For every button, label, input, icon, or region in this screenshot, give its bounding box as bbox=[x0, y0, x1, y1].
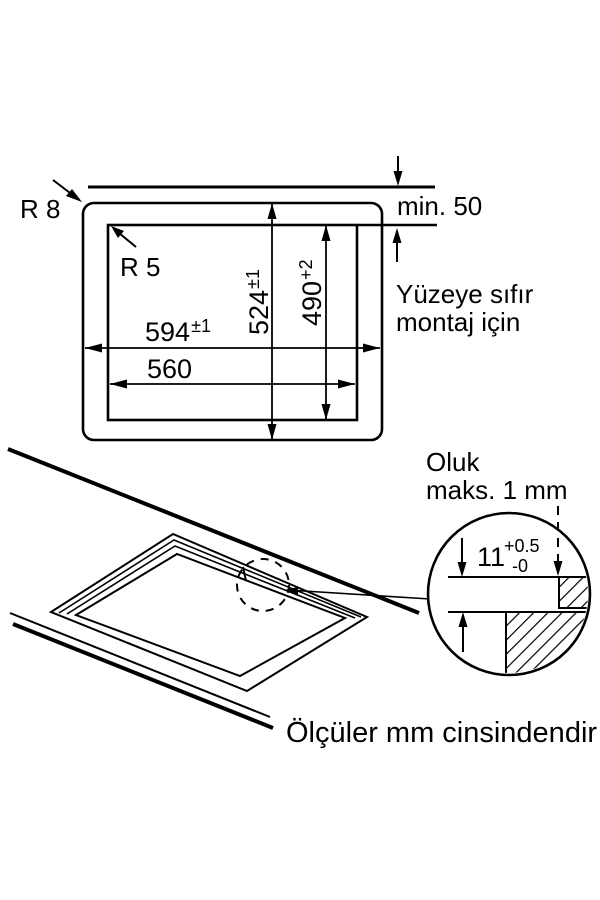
flush-note-line1: Yüzeye sıfır bbox=[396, 279, 534, 309]
depth-tol-lower: -0 bbox=[512, 556, 528, 576]
arrowhead bbox=[85, 343, 102, 353]
width-outer-text: 594±1 bbox=[145, 316, 211, 347]
height-inner-text: 490+2 bbox=[296, 259, 327, 326]
arrowhead bbox=[553, 561, 563, 576]
perspective-view bbox=[7, 447, 431, 730]
worktop-front-edge-line bbox=[9, 612, 271, 718]
dim-width-inner: 560 bbox=[110, 354, 355, 389]
arrowhead bbox=[267, 424, 277, 440]
groove-outer-outline bbox=[48, 532, 370, 693]
arrowhead bbox=[284, 587, 298, 595]
radius-outer-label: R 8 bbox=[20, 194, 60, 224]
callout-leader-line bbox=[118, 232, 137, 248]
dim-height-outer: 524±1 bbox=[243, 203, 277, 440]
detail-reference-circle bbox=[236, 558, 290, 612]
arrowhead bbox=[338, 379, 355, 389]
width-inner-text: 560 bbox=[147, 354, 192, 384]
section-tick bbox=[242, 566, 247, 582]
dim-min-back-distance: min. 50 bbox=[392, 156, 482, 262]
groove-middle-line-2 bbox=[66, 545, 356, 619]
radius-inner-label: R 5 bbox=[120, 252, 160, 282]
hob-outer-rect bbox=[81, 201, 384, 442]
arrowhead bbox=[111, 226, 124, 238]
units-note: Ölçüler mm cinsindendir bbox=[286, 717, 597, 749]
arrowhead bbox=[267, 203, 277, 219]
groove-detail-view: Oluk maks. 1 mm 11 +0.5 -0 bbox=[426, 447, 592, 677]
arrowhead bbox=[321, 225, 331, 241]
depth-tol-upper: +0.5 bbox=[504, 536, 540, 556]
arrowhead bbox=[457, 562, 467, 577]
flush-mount-note: Yüzeye sıfır montaj için bbox=[396, 279, 534, 337]
arrowhead bbox=[110, 379, 127, 389]
arrowhead bbox=[66, 189, 82, 202]
groove-label-line2: maks. 1 mm bbox=[426, 475, 568, 505]
dim-width-outer: 594±1 bbox=[85, 316, 380, 353]
arrowhead bbox=[321, 404, 331, 420]
cutout-hole-outline bbox=[73, 552, 348, 678]
radius-inner-callout: R 5 bbox=[111, 226, 160, 282]
top-view-diagram: min. 50 R 8 R 5 594±1 560 bbox=[20, 156, 534, 442]
worktop-front-lower-edge-line bbox=[12, 622, 274, 730]
arrowhead bbox=[363, 343, 380, 353]
worktop-back-edge-line bbox=[7, 447, 420, 615]
min-distance-label: min. 50 bbox=[397, 191, 482, 221]
depth-value: 11 bbox=[477, 542, 505, 572]
groove-label-line1: Oluk bbox=[426, 447, 480, 477]
hob-edge-section-hatch bbox=[558, 576, 588, 609]
arrowhead bbox=[393, 171, 403, 186]
depth-dimension-text: 11 +0.5 -0 bbox=[477, 536, 540, 576]
radius-outer-callout: R 8 bbox=[20, 179, 82, 224]
cutout-inner-rect bbox=[106, 223, 359, 422]
detail-circle-outline bbox=[426, 511, 592, 677]
arrowhead bbox=[458, 612, 468, 627]
detail-leader-line bbox=[287, 589, 431, 600]
arrowhead bbox=[392, 228, 402, 243]
height-outer-text: 524±1 bbox=[243, 269, 274, 335]
flush-note-line2: montaj için bbox=[396, 307, 520, 337]
dim-height-inner: 490+2 bbox=[296, 225, 331, 420]
